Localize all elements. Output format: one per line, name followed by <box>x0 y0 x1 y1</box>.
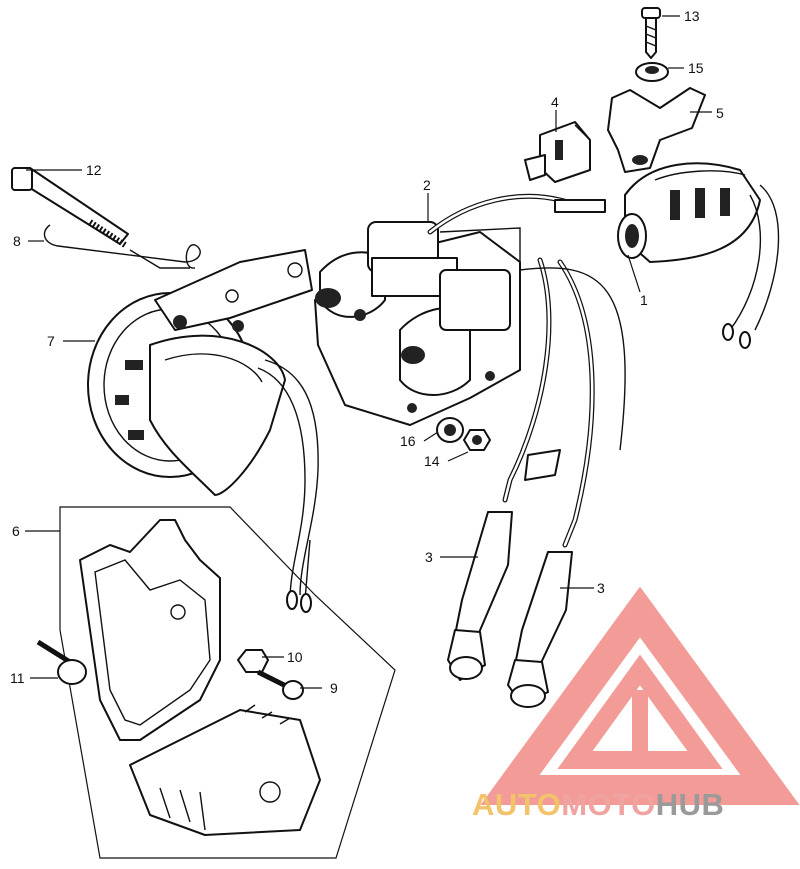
callout-13: 13 <box>684 8 700 24</box>
watermark-text: AUTOMOTOHUB <box>472 787 724 822</box>
callout-9: 9 <box>330 680 338 696</box>
regulator-part <box>36 506 396 859</box>
callout-16: 16 <box>400 433 416 449</box>
callout-10: 10 <box>287 649 303 665</box>
horn-part <box>87 249 319 613</box>
watermark-moto: MOTO <box>561 787 655 822</box>
callout-6: 6 <box>12 523 20 539</box>
callout-5: 5 <box>716 105 724 121</box>
callout-12: 12 <box>86 162 102 178</box>
watermark-auto: AUTO <box>472 787 561 822</box>
connector-part <box>524 121 591 183</box>
ignition-coil-part <box>314 193 606 426</box>
condenser-part <box>617 162 780 349</box>
watermark-logo-icon <box>480 586 800 805</box>
callout-7: 7 <box>47 333 55 349</box>
callout-labels: 1 2 3 3 4 5 6 7 8 9 10 11 12 13 14 15 16 <box>10 8 724 696</box>
callout-2: 2 <box>423 177 431 193</box>
svg-text:AUTOMOTOHUB: AUTOMOTOHUB <box>472 787 724 822</box>
bracket-screw-washer-parts <box>607 7 706 173</box>
callout-14: 14 <box>424 453 440 469</box>
watermark-hub: HUB <box>656 787 725 822</box>
plug-cord-parts <box>447 257 626 708</box>
callout-1: 1 <box>640 292 648 308</box>
callout-4: 4 <box>551 94 559 110</box>
callout-8: 8 <box>13 233 21 249</box>
callout-15: 15 <box>688 60 704 76</box>
washer-and-nut-parts <box>436 417 491 451</box>
callout-3b: 3 <box>597 580 605 596</box>
callout-11: 11 <box>10 670 25 686</box>
callout-3a: 3 <box>425 549 433 565</box>
callout-leaders <box>25 15 712 689</box>
bolt-and-clip-parts <box>11 167 201 269</box>
